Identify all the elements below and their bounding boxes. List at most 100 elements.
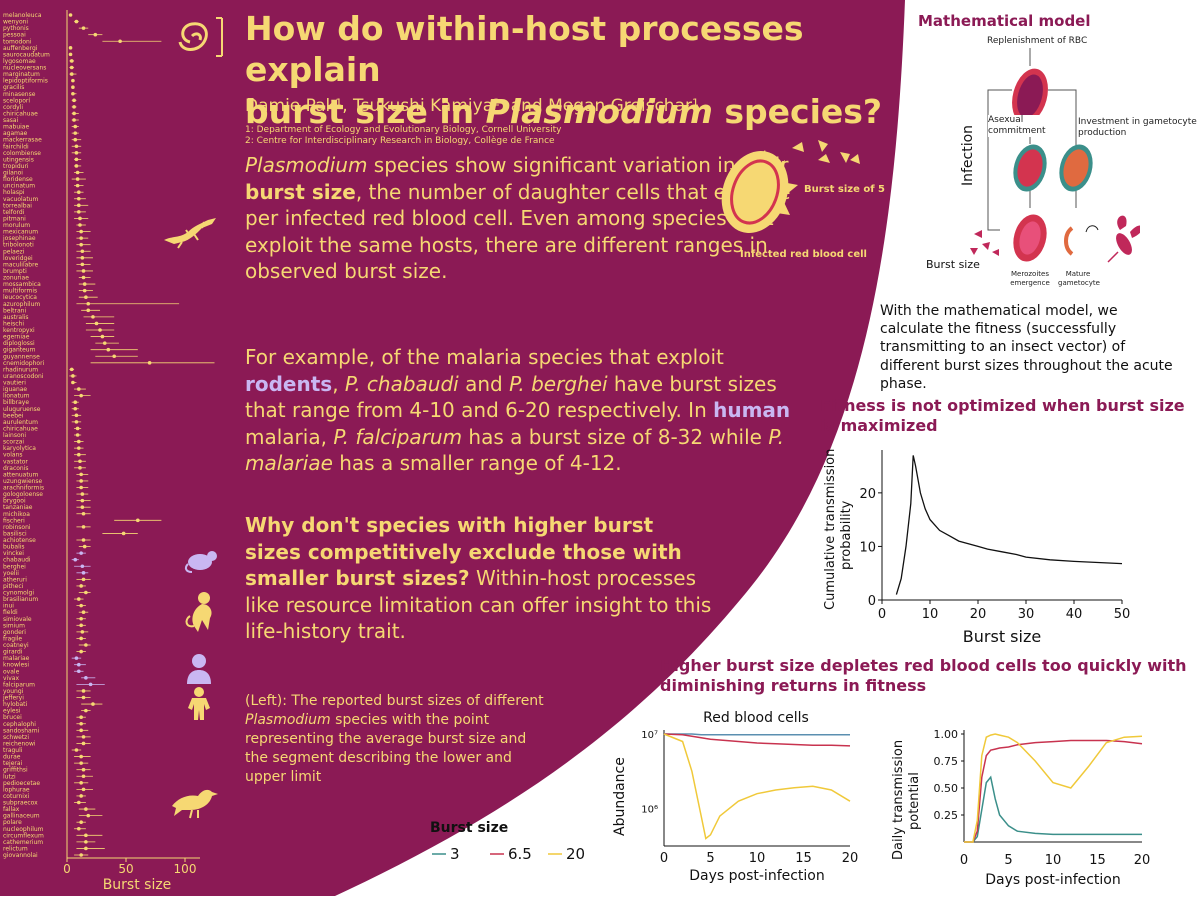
- species-label: relictum: [3, 845, 28, 852]
- species-label: guyannense: [3, 353, 40, 360]
- rbc-gametocyte-icon: [1059, 144, 1093, 192]
- mean-point: [71, 91, 75, 96]
- species-label: minasense: [3, 91, 36, 98]
- mean-point: [72, 98, 76, 103]
- species-label: chiricahuae: [3, 110, 38, 117]
- model-diagram: [970, 48, 1140, 263]
- species-label: azurophilum: [3, 301, 40, 308]
- species-label: pelaezi: [3, 248, 25, 255]
- mean-point: [93, 32, 98, 37]
- species-label: atheruri: [3, 576, 27, 583]
- mean-point: [84, 846, 88, 851]
- rbc-burst-illustration: [720, 140, 860, 233]
- species-label: fairchildi: [3, 143, 29, 150]
- x-tick-label: 20: [970, 607, 987, 622]
- species-label: brumpti: [3, 268, 27, 275]
- mean-point: [79, 584, 83, 588]
- species-label: loveridgei: [3, 255, 33, 262]
- mean-point: [82, 282, 87, 286]
- x-tick-label: 10: [749, 851, 766, 866]
- title-genus: Plasmodium: [485, 91, 713, 131]
- mean-point: [74, 157, 79, 162]
- mean-point: [81, 695, 86, 700]
- species-label: scorzai: [3, 439, 24, 446]
- falciparum: P. falciparum: [333, 424, 463, 449]
- y-axis-title: Abundance: [612, 757, 628, 836]
- species-label: zonuriae: [3, 275, 29, 282]
- series-line-3: [664, 733, 850, 736]
- mean-point: [118, 39, 122, 44]
- species-label: traguli: [3, 747, 23, 754]
- mean-point: [80, 630, 85, 634]
- species-label: agamae: [3, 130, 28, 137]
- species-label: marginatum: [3, 71, 40, 78]
- monkey-icon: [185, 592, 212, 632]
- species-label: chiricahuae: [3, 425, 38, 432]
- mean-point: [79, 393, 83, 398]
- mature-gametocyte-icon: [1064, 226, 1074, 256]
- affiliations: 1: Department of Ecology and Evolutionar…: [245, 125, 561, 148]
- species-label: brygooi: [3, 498, 26, 505]
- species-label: tomodoni: [3, 38, 32, 45]
- mean-point: [72, 105, 76, 109]
- species-label: nucleoversans: [3, 65, 46, 72]
- species-label: tropiduri: [3, 163, 29, 170]
- species-label: tejerai: [3, 760, 23, 767]
- mean-point: [78, 216, 82, 221]
- mean-point: [77, 203, 81, 208]
- mean-point: [79, 715, 83, 719]
- mean-point: [74, 748, 79, 752]
- mean-point: [81, 767, 86, 772]
- burst-size-label: Burst size: [926, 258, 980, 271]
- mean-point: [136, 518, 140, 523]
- x-axis-title: Days post-infection: [985, 872, 1121, 888]
- human-icon: [187, 654, 211, 684]
- species-label: fallax: [3, 806, 20, 813]
- mean-point: [86, 301, 91, 306]
- species-label: yoelii: [3, 570, 19, 577]
- intro-text-a: species show significant variation in th…: [367, 153, 789, 177]
- mean-point: [79, 649, 83, 654]
- rbc-asexual-icon: [1013, 144, 1047, 192]
- species-label: chabaudi: [3, 557, 31, 564]
- species-label: diploglossi: [3, 340, 35, 347]
- mean-point: [73, 124, 78, 129]
- mean-point: [91, 315, 95, 319]
- mean-point: [81, 577, 86, 582]
- mean-point: [86, 308, 91, 313]
- x-tick-label: 10: [1045, 853, 1062, 868]
- replenishment-label: Replenishment of RBC: [987, 36, 1088, 46]
- mean-point: [73, 137, 78, 142]
- species-label: gilanoi: [3, 170, 23, 177]
- chart-title: Red blood cells: [703, 710, 809, 726]
- mean-point: [84, 833, 88, 838]
- mean-point: [71, 85, 75, 89]
- mean-point: [79, 781, 83, 785]
- species-label: simiovale: [3, 616, 32, 623]
- mean-point: [78, 223, 82, 227]
- species-label: cnemidophori: [3, 360, 45, 367]
- mean-point: [77, 662, 81, 667]
- investment-label: Investment in gametocyte production: [1078, 117, 1197, 138]
- species-label: josephinae: [2, 235, 36, 242]
- y-tick-label: 0.50: [934, 782, 959, 795]
- depletion-heading: Higher burst size depletes red blood cel…: [660, 656, 1187, 695]
- species-label: youngi: [3, 688, 24, 695]
- mean-point: [78, 459, 82, 464]
- species-label: coatneyi: [3, 642, 29, 649]
- species-label: arachniformis: [3, 485, 44, 492]
- ex-d: have burst sizes that range from 4-10 an…: [245, 371, 777, 423]
- mean-point: [106, 347, 111, 352]
- mean-point: [79, 479, 83, 483]
- model-description: With the mathematical model, we calculat…: [880, 303, 1173, 392]
- mean-point: [69, 59, 74, 63]
- species-label: vinckei: [3, 550, 24, 557]
- ex-c: and: [458, 371, 510, 396]
- species-label: uncinatum: [3, 183, 35, 190]
- y-tick-label: 10: [859, 540, 876, 555]
- mean-point: [79, 636, 83, 641]
- species-label: simium: [3, 622, 25, 629]
- species-label: telfordi: [3, 209, 25, 216]
